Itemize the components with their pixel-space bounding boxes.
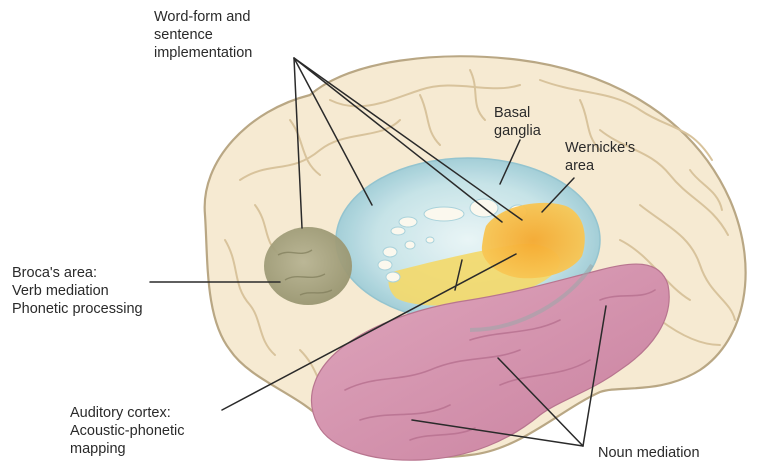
label-basal-ganglia: Basal ganglia [494,104,541,140]
label-auditory-cortex: Auditory cortex: Acoustic-phonetic mappi… [70,404,184,458]
label-noun-mediation: Noun mediation [598,444,700,462]
label-word-form: Word-form and sentence implementation [154,8,252,62]
label-wernicke: Wernicke's area [565,139,635,175]
label-broca: Broca's area: Verb mediation Phonetic pr… [12,264,143,318]
